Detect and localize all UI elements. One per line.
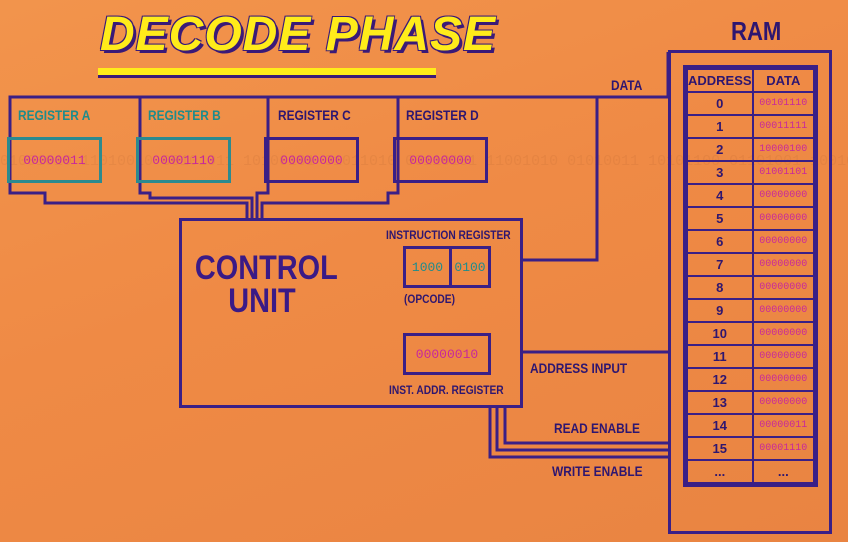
read-enable-label: READ ENABLE (554, 420, 640, 436)
operand-value: 0100 (454, 259, 486, 275)
register-d-label: REGISTER D (406, 107, 479, 123)
ram-address-cell: 14 (686, 413, 754, 438)
ram-data-cell: 00101110 (751, 91, 816, 116)
control-unit-box (179, 218, 523, 408)
register-b-value: 00001110 (136, 137, 231, 183)
ram-data-cell: 00000011 (751, 413, 816, 438)
ram-address-cell: 1 (686, 114, 754, 139)
ram-data-cell: 00000000 (751, 298, 816, 323)
ram-address-cell: 2 (686, 137, 754, 162)
ram-address-cell: 6 (686, 229, 754, 254)
ram-address-cell: 9 (686, 298, 754, 323)
title-underline (98, 68, 436, 78)
ram-data-cell: 00000000 (751, 252, 816, 277)
opcode-value: 1000 (406, 249, 452, 285)
ram-title: RAM (731, 16, 782, 46)
ram-data-cell: 00000000 (751, 390, 816, 415)
address-input-label: ADDRESS INPUT (530, 360, 628, 376)
ram-address-cell: 0 (686, 91, 754, 116)
ram-data-cell: 00001110 (751, 436, 816, 461)
ram-data-cell: ... (751, 459, 816, 484)
register-c-label: REGISTER C (278, 107, 351, 123)
ram-outer-frame (668, 50, 832, 534)
ram-header-address: ADDRESS (686, 68, 754, 93)
ram-data-cell: 00000000 (751, 367, 816, 392)
ram-address-cell: 8 (686, 275, 754, 300)
ram-address-cell: 7 (686, 252, 754, 277)
ram-data-cell: 01001101 (751, 160, 816, 185)
ram-data-cell: 00000000 (751, 183, 816, 208)
inst-addr-register-value: 00000010 (403, 333, 491, 375)
ram-data-cell: 00011111 (751, 114, 816, 139)
ram-header-data: DATA (751, 68, 816, 93)
instruction-register-label: INSTRUCTION REGISTER (386, 228, 511, 242)
opcode-label: (OPCODE) (404, 292, 455, 306)
ram-row: ...... (686, 459, 816, 484)
ram-address-cell: 10 (686, 321, 754, 346)
inst-addr-register-label: INST. ADDR. REGISTER (389, 383, 504, 397)
register-b-label: REGISTER B (148, 107, 221, 123)
ram-data-cell: 00000000 (751, 206, 816, 231)
write-enable-label: WRITE ENABLE (552, 463, 643, 479)
control-unit-title-line2: UNIT (228, 282, 296, 320)
control-unit-title-line1: CONTROL (194, 249, 338, 287)
register-c-value: 00000000 (264, 137, 359, 183)
ram-header-row: ADDRESS DATA (686, 68, 816, 93)
ram-address-cell: 12 (686, 367, 754, 392)
register-a-label: REGISTER A (18, 107, 91, 123)
instruction-register-box: 1000 0100 (403, 246, 491, 288)
ram-data-cell: 00000000 (751, 321, 816, 346)
ram-data-cell: 00000000 (751, 275, 816, 300)
data-bus-label: DATA (611, 77, 643, 93)
ram-address-cell: 3 (686, 160, 754, 185)
ram-address-cell: 5 (686, 206, 754, 231)
register-d-value: 00000000 (393, 137, 488, 183)
ram-address-cell: 13 (686, 390, 754, 415)
ram-address-cell: 4 (686, 183, 754, 208)
ram-address-cell: 15 (686, 436, 754, 461)
ram-data-cell: 00000000 (751, 229, 816, 254)
ram-address-cell: ... (686, 459, 754, 484)
register-a-value: 00000011 (7, 137, 102, 183)
ram-data-cell: 00000000 (751, 344, 816, 369)
ram-data-cell: 10000100 (751, 137, 816, 162)
ram-address-cell: 11 (686, 344, 754, 369)
page-title: DECODE PHASE (100, 8, 497, 61)
